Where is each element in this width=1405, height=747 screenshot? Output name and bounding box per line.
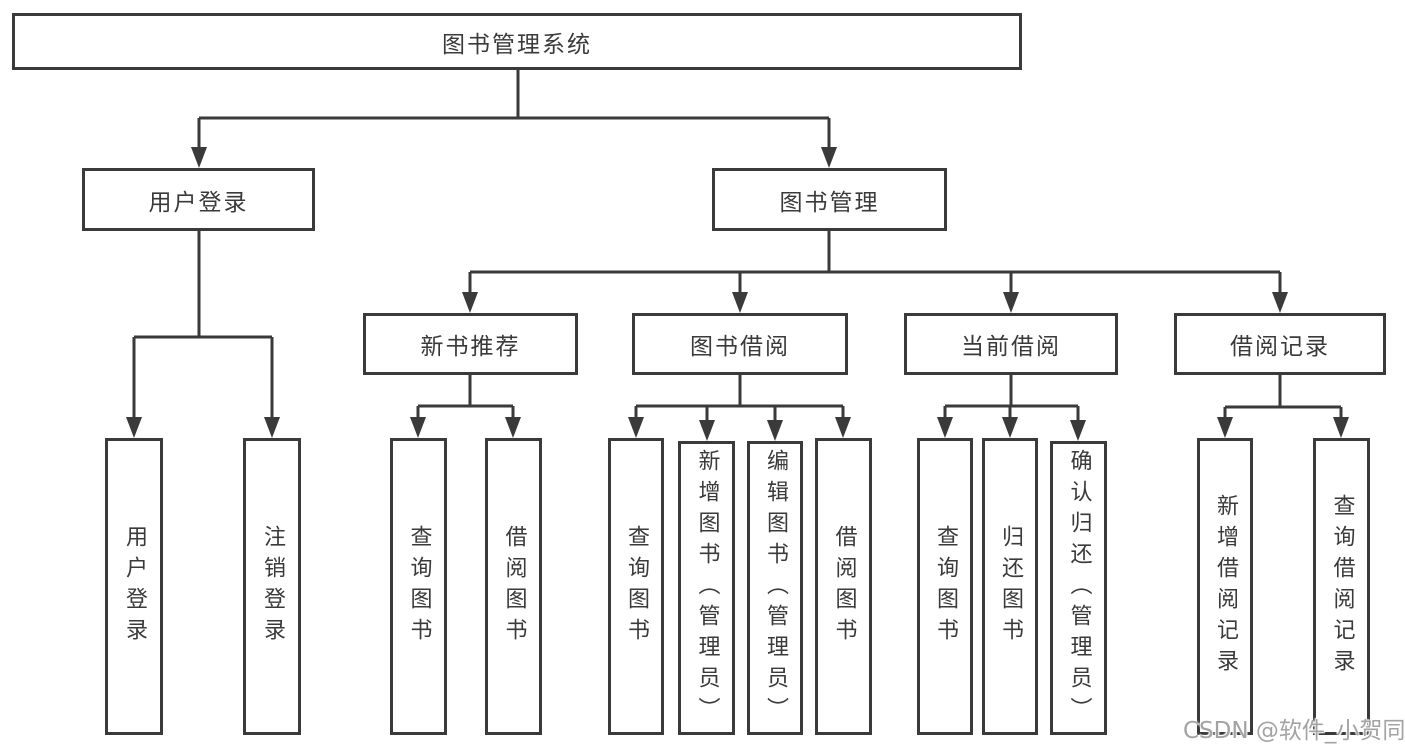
connector-borrowing-records (1217, 375, 1349, 438)
node-label: 注销登录 (260, 524, 285, 649)
node-label: 借阅记录 (1230, 334, 1330, 360)
node-user-login-leaf: 用户登录 (105, 438, 163, 735)
node-library-system: 图书管理系统 (12, 13, 1022, 70)
node-label: 查询图书 (933, 524, 958, 649)
node-query-borrow-record: 查询借阅记录 (1313, 438, 1370, 735)
connector-book-management (462, 231, 1288, 313)
node-label: 图书管理系统 (442, 31, 592, 58)
node-user-login: 用户登录 (82, 168, 315, 231)
node-query-books-recommend: 查询图书 (390, 438, 447, 735)
connector-user-login (126, 231, 280, 438)
node-borrow-books-borrowing: 借阅图书 (815, 438, 872, 735)
node-query-books-borrowing: 查询图书 (608, 438, 664, 735)
node-current-borrowing: 当前借阅 (904, 313, 1118, 375)
node-add-borrow-record: 新增借阅记录 (1197, 438, 1253, 735)
node-return-books: 归还图书 (982, 438, 1038, 735)
node-label: 图书管理 (779, 189, 880, 216)
node-new-book-recommendation: 新书推荐 (363, 313, 578, 375)
node-book-borrowing: 图书借阅 (632, 313, 848, 375)
node-label: 用户登录 (148, 189, 249, 216)
node-label: 查询借阅记录 (1329, 493, 1355, 680)
connector-root (191, 70, 837, 168)
node-label: 查询图书 (406, 524, 432, 649)
node-label: 确认归还（管理员） (1066, 448, 1092, 728)
csdn-watermark: CSDN @软件_小贺同学 (1183, 718, 1405, 744)
node-label: 图书借阅 (690, 334, 790, 360)
node-label: 查询图书 (624, 524, 649, 649)
node-query-books-current: 查询图书 (917, 438, 973, 735)
connector-current-borrowing (937, 375, 1086, 441)
node-borrow-books-recommend: 借阅图书 (485, 438, 542, 735)
node-logout: 注销登录 (243, 438, 301, 735)
node-label: 归还图书 (998, 524, 1023, 649)
node-edit-books-admin: 编辑图书（管理员） (747, 441, 803, 735)
node-label: 借阅图书 (501, 524, 527, 649)
node-label: 借阅图书 (831, 524, 857, 649)
node-label: 新书推荐 (420, 334, 521, 360)
node-label: 用户登录 (122, 524, 147, 649)
node-label: 当前借阅 (961, 334, 1061, 360)
connector-new-book-recommendation (410, 375, 521, 438)
node-label: 编辑图书（管理员） (763, 448, 788, 728)
connector-book-borrowing (628, 375, 851, 441)
node-label: 新增图书（管理员） (694, 448, 720, 728)
node-add-books-admin: 新增图书（管理员） (678, 441, 735, 735)
node-confirm-return-admin: 确认归还（管理员） (1050, 441, 1107, 735)
node-label: 新增借阅记录 (1213, 493, 1238, 680)
node-book-management: 图书管理 (712, 168, 947, 231)
node-borrowing-records: 借阅记录 (1174, 313, 1386, 375)
